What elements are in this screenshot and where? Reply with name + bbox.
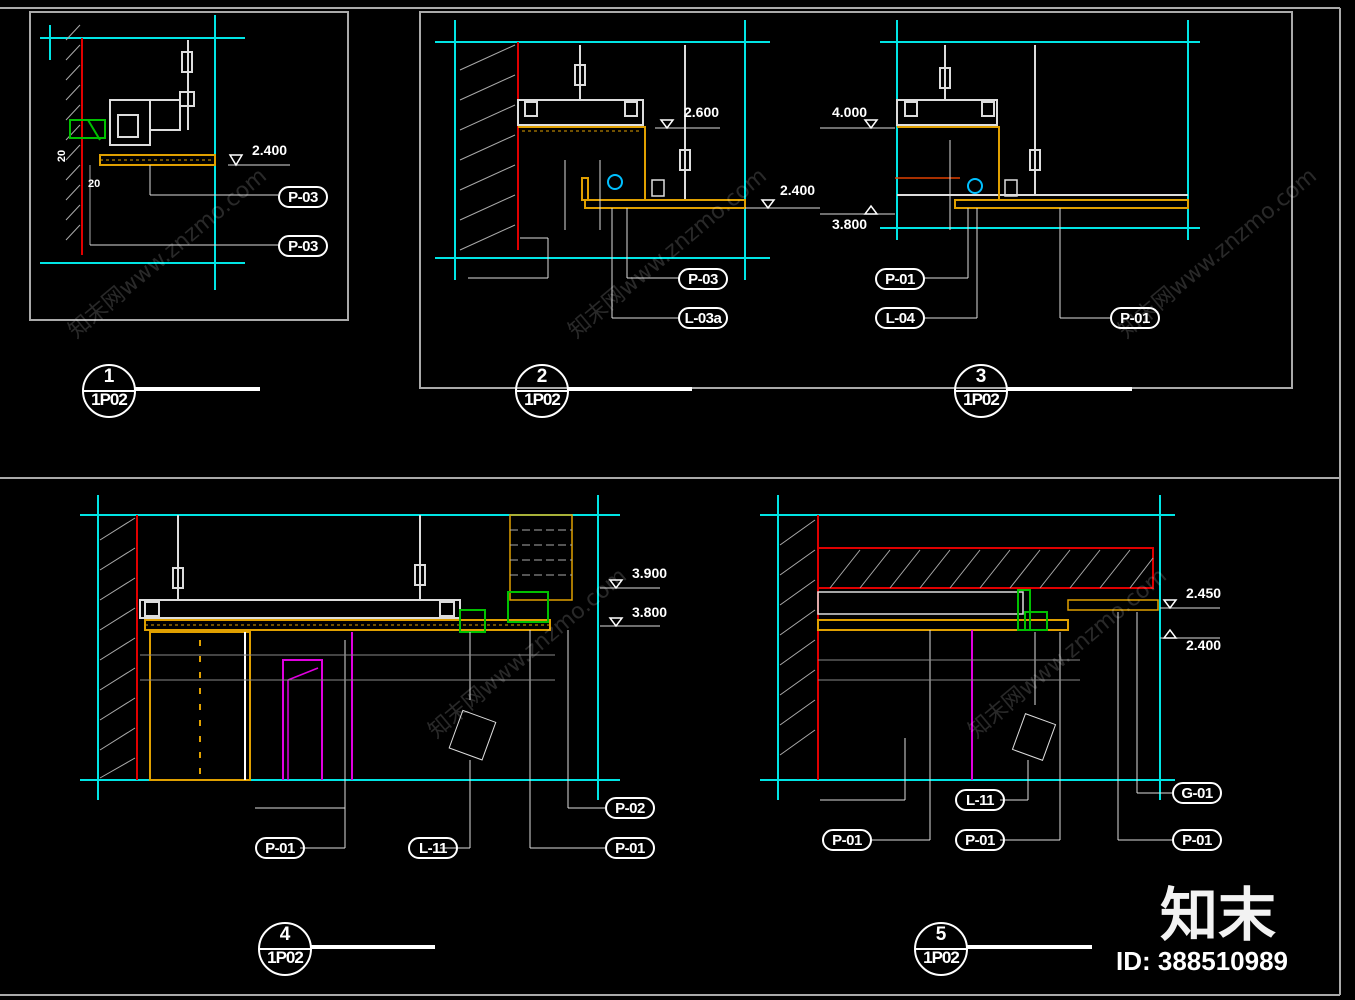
elevation-label: 2.400 (780, 182, 816, 198)
material-tag: P-01 (955, 829, 1005, 851)
dimension-text: 20 (88, 178, 101, 190)
detail-2-drawing (435, 20, 820, 319)
detail-4-drawing (80, 495, 660, 849)
material-tag: P-01 (1110, 307, 1160, 329)
dimension-text: 20 (56, 149, 69, 163)
material-tag: P-03 (678, 268, 728, 290)
material-tag: P-01 (1172, 829, 1222, 851)
material-tag: L-04 (875, 307, 925, 329)
detail-3-drawing (820, 20, 1200, 319)
material-tag: P-01 (605, 837, 655, 859)
callout-underline (567, 387, 692, 391)
elevation-label: 2.400 (1186, 637, 1222, 653)
document-id: ID: 388510989 (1116, 946, 1289, 976)
callout-underline (134, 387, 260, 391)
material-tag: P-01 (822, 829, 872, 851)
elevation-label: 2.450 (1186, 585, 1222, 601)
material-tag: P-01 (875, 268, 925, 290)
callout-underline (1006, 387, 1132, 391)
elevation-label: 3.900 (632, 565, 668, 581)
material-tag: L-03a (678, 307, 728, 329)
brand-logo-text: 知末 (1160, 881, 1277, 949)
material-tag: L-11 (408, 837, 458, 859)
elevation-label: 3.800 (632, 604, 668, 620)
material-tag: P-03 (278, 186, 328, 208)
detail-5-drawing (760, 495, 1220, 841)
material-tag: G-01 (1172, 782, 1222, 804)
material-tag: P-03 (278, 235, 328, 257)
material-tag: P-01 (255, 837, 305, 859)
elevation-label: 4.000 (832, 104, 868, 120)
elevation-label: 2.600 (684, 104, 720, 120)
elevation-label: 2.400 (252, 142, 288, 158)
callout-underline (310, 945, 435, 949)
material-tag: L-11 (955, 789, 1005, 811)
detail-1-drawing (40, 15, 290, 290)
sheet-frame (0, 7, 1341, 996)
callout-underline (966, 945, 1092, 949)
material-tag: P-02 (605, 797, 655, 819)
elevation-label: 3.800 (832, 216, 868, 232)
